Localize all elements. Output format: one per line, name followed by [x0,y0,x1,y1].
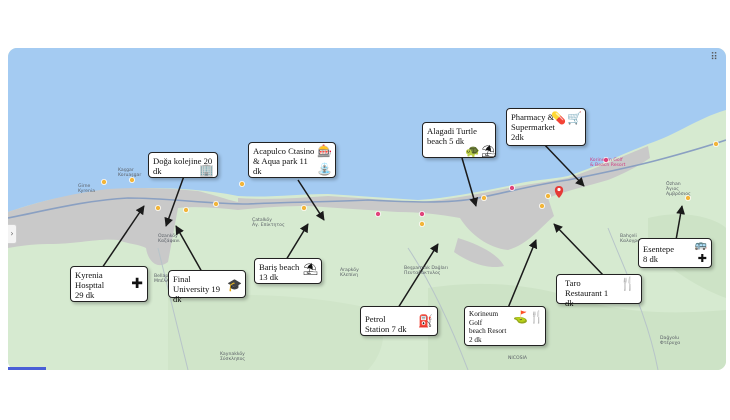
poi-marker-icon [212,200,219,207]
arrow-petrol [397,243,439,309]
arrow-korineum [507,239,538,309]
callout-text: Taro Restaurant 1 dk [565,278,609,308]
callout-text: Bariş beach 13 dk [259,262,300,282]
arrow-alagadi [461,157,479,207]
poi-marker-icon [374,210,381,217]
callout-final[interactable]: Final University 19 dk 🎓 [168,270,246,304]
callout-alagadi[interactable]: Alagadi Turtle beach 5 dk 🐢 ⛱ [422,122,496,158]
callout-text: Kyrenia Hospttal 29 dk [75,270,105,300]
callout-taro[interactable]: Taro Restaurant 1 dk 🍴 [556,274,642,308]
place-label: Kaşgar Koruaşgar [118,168,142,178]
callout-text: Pharmacy & Supermarket 2dk [511,112,555,142]
place-label: Dağyolu Φτέρυχα [660,336,681,346]
arrow-acapulco [297,179,325,221]
callout-korineum[interactable]: Korineum Golf beach Resort 2 dk ⛳ 🍴 [464,306,546,346]
place-label: Ozanköy Καζάφανι [158,234,180,244]
callout-text: Alagadi Turtle beach 5 dk [427,126,477,146]
callout-arrows [101,141,686,309]
poi-marker-icon [508,184,515,191]
cart-icon: 🛒 [567,111,582,125]
urban-area [8,187,238,266]
hospital-icon: ✚ [697,252,707,265]
turtle-icon: 🐢 [465,144,480,158]
restaurant-icon: 🍴 [619,277,636,292]
hospital-icon: ✚ [131,276,143,292]
poi-marker-icon [101,178,108,185]
place-label: Bellapais Μπέλλαπαϊς [154,274,182,284]
callout-text: Doğa kolejine 20 dk [153,156,213,176]
place-label: NICOSIA [508,356,528,361]
poi-marker-icon [685,194,692,201]
poi-marker-icon [545,192,552,199]
fuel-icon: ⛽ [418,314,433,328]
apps-grid-icon[interactable]: ⠿ [710,52,718,63]
place-label: Özhan Άγιος Αμβρόσιος [666,182,691,197]
callout-baris[interactable]: Bariş beach 13 dk ⛱ [254,258,322,284]
restaurant-icon: 🍴 [529,310,544,324]
callout-text: Acapulco Ctasino & Aqua park 11 dk [253,146,315,176]
pool-icon: ⛲ [317,162,332,176]
arrow-esentepe [675,205,686,241]
graduation-cap-icon: 🎓 [227,278,242,292]
golf-icon: ⛳ [513,310,528,324]
poi-marker-icon [129,176,136,183]
callout-pharmacy[interactable]: Pharmacy & Supermarket 2dk 💊 🛒 [506,108,586,146]
coast-road [8,139,726,219]
poi-marker-icon [603,157,610,164]
poi-marker-icon [418,210,425,217]
arrow-pharmacy [541,141,585,187]
place-label: Çatalköy Αγ. Επίκτητος [252,218,285,228]
place-label: Beşparmak Dağları Πενταδάκτυλος [404,266,448,276]
poi-marker-icon [539,202,546,209]
side-panel-toggle[interactable]: › [8,224,17,244]
place-label: Bahçeli Καλογραία [620,234,645,244]
urban-area [238,146,650,250]
poi-marker-icon [154,204,161,211]
inland-road [407,247,469,370]
callout-text: Korineum Golf beach Resort 2 dk [469,310,507,344]
hill-area [428,283,726,370]
callout-text: Final University 19 dk [173,274,221,304]
poi-marker-icon [300,204,307,211]
poi-marker-icon [238,180,245,187]
beach-umbrella-icon: ⛱ [302,262,318,276]
arrow-final [175,225,203,273]
casino-icon: 🎰 [317,144,332,158]
map-view[interactable]: Kaşgar Koruaşgar Girne Kyrenia Ozanköy Κ… [8,48,726,370]
hill-area [168,294,383,370]
urban-area [454,238,504,268]
arrow-taro [553,223,605,277]
pharmacy-icon: 💊 [551,111,566,125]
poi-marker-icon [713,141,720,148]
inland-road [157,247,189,370]
bus-icon: 🚌 [694,240,707,251]
place-label: Kaynakköy Σύσκληπος [220,352,246,362]
callout-esentepe[interactable]: Esentepe 8 dk 🚌 ✚ [638,238,712,268]
arrow-doga [164,175,185,227]
umbrella-icon: ⛱ [481,144,497,158]
poi-marker-icon [480,194,487,201]
callout-kyrenia[interactable]: Kyrenia Hospttal 29 dk ✚ [70,266,148,302]
callout-text: Petrol Station 7 dk [365,314,407,334]
callout-doga[interactable]: Doğa kolejine 20 dk 🏢 [148,152,218,178]
place-label: Korineum Golf & Beach Resort [590,158,626,168]
arrow-kyrenia [101,205,145,269]
poi-marker-icon [182,206,189,213]
place-label: Girne Kyrenia [78,184,96,194]
callout-petrol[interactable]: Petrol Station 7 dk ⛽ [360,306,438,336]
location-pin-icon [554,186,564,198]
callout-acapulco[interactable]: Acapulco Ctasino & Aqua park 11 dk 🎰 ⛲ [248,142,336,178]
place-label: Arapköy Κλεπίνη [340,268,359,278]
callout-text: Esentepe 8 dk [643,244,675,264]
poi-marker-icon [418,220,425,227]
building-icon: 🏢 [199,163,214,177]
map-bottom-bar [8,367,46,370]
arrow-baris [285,223,309,261]
